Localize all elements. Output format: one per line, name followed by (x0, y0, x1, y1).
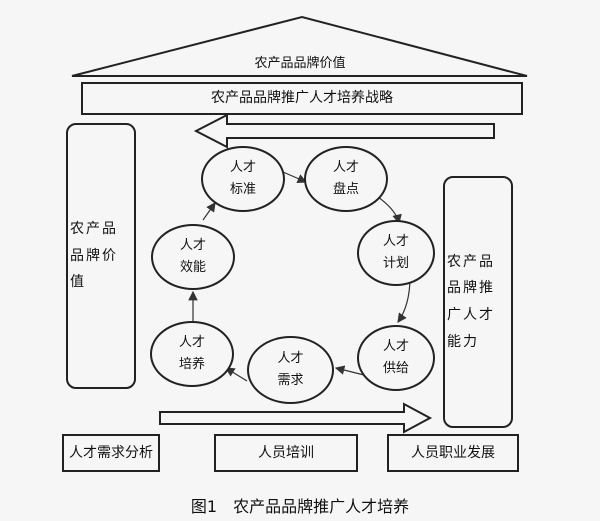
left-pillar-label: 农产品品牌价值 (70, 221, 118, 291)
cycle-node-inventory: 人才 盘点 (304, 146, 388, 212)
strategy-bar-label: 农产品品牌推广人才培养战略 (211, 90, 393, 107)
cycle-node-standard: 人才 标准 (201, 146, 285, 212)
node-line2: 盘点 (332, 182, 359, 197)
top-arrow (193, 113, 495, 149)
node-line1: 人才 (382, 338, 409, 354)
figure-caption: 图1 农产品品牌推广人才培养 (190, 497, 410, 516)
right-pillar: 农产品品牌推广人才能力 (443, 176, 513, 428)
roof-label: 农产品品牌价值 (254, 56, 346, 71)
bottom-box-training: 人员培训 (214, 434, 358, 472)
node-line1: 人才 (229, 159, 256, 175)
cycle-arrow-5 (224, 367, 248, 382)
node-line1: 人才 (178, 334, 205, 350)
cycle-node-supply: 人才 供给 (357, 325, 435, 391)
right-pillar-label: 农产品品牌推广人才能力 (447, 253, 495, 350)
node-line2: 计划 (382, 256, 409, 271)
cycle-node-demand: 人才 需求 (247, 336, 334, 404)
node-line2: 需求 (277, 373, 304, 388)
node-line2: 培养 (178, 357, 205, 372)
node-line1: 人才 (179, 237, 206, 253)
cycle-arrow-1 (282, 171, 308, 184)
bottom-box-career: 人员职业发展 (387, 434, 519, 472)
bottom-box-label: 人员职业发展 (411, 444, 495, 461)
roof-triangle (71, 15, 528, 77)
node-line1: 人才 (277, 350, 304, 366)
left-pillar: 农产品品牌价值 (66, 123, 136, 389)
cycle-node-training: 人才 培养 (150, 321, 234, 387)
cycle-node-plan: 人才 计划 (357, 220, 435, 286)
node-line1: 人才 (382, 233, 409, 249)
strategy-bar: 农产品品牌推广人才培养战略 (81, 82, 523, 115)
node-line1: 人才 (332, 159, 359, 175)
cycle-arrow-7 (202, 202, 216, 221)
bottom-box-label: 人员培训 (258, 444, 314, 461)
node-line2: 效能 (179, 260, 206, 275)
cycle-node-efficiency: 人才 效能 (151, 224, 235, 290)
bottom-box-demand-analysis: 人才需求分析 (62, 434, 160, 472)
bottom-box-label: 人才需求分析 (69, 444, 153, 461)
node-line2: 标准 (229, 182, 256, 197)
node-line2: 供给 (382, 361, 409, 376)
bottom-arrow (159, 402, 433, 434)
